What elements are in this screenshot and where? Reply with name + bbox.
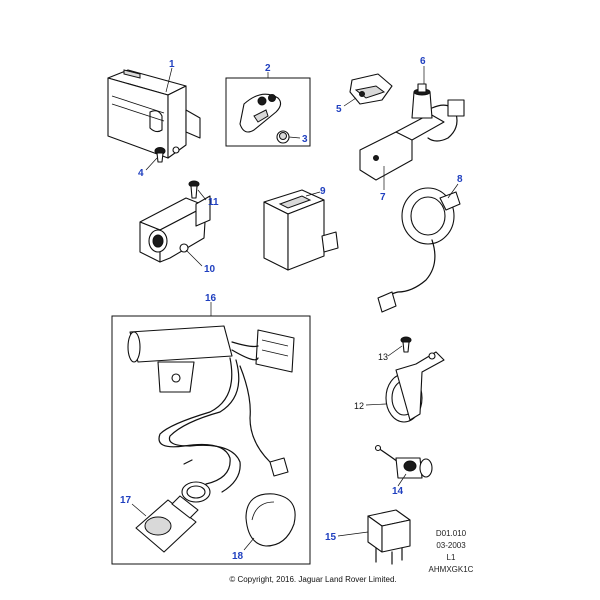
part-9-module: [263, 189, 339, 271]
callout-17: 17: [120, 495, 132, 506]
callout-16: 16: [205, 293, 217, 304]
callout-10: 10: [204, 264, 216, 275]
part-16-siren-harness: [127, 325, 295, 493]
callout-9: 9: [320, 186, 326, 197]
callout-15: 15: [325, 532, 337, 543]
callout-18: 18: [232, 551, 244, 562]
part-11-screw: [188, 180, 200, 199]
part-15-relay: [367, 509, 411, 565]
callout-7: 7: [380, 192, 386, 203]
plain-callout-labels: 12 13: [354, 352, 388, 411]
ref-level: L1: [447, 553, 456, 562]
ref-code: AHMXGK1C: [429, 565, 474, 574]
callout-8: 8: [457, 174, 463, 185]
part-17-remote-fob: [135, 481, 211, 553]
part-4-screw: [154, 147, 166, 163]
reference-block: D01.010 03-2003 L1 AHMXGK1C: [429, 529, 474, 574]
callout-2: 2: [265, 63, 271, 74]
part-1-control-module: [107, 69, 201, 159]
part-3-battery: [276, 130, 290, 144]
callout-12: 12: [354, 401, 364, 411]
part-14-switch: [374, 444, 433, 479]
part-13-bolt: [400, 336, 412, 353]
callout-1: 1: [169, 59, 175, 70]
callout-6: 6: [420, 56, 426, 67]
callout-14: 14: [392, 486, 404, 497]
ref-section: D01.010: [436, 529, 467, 538]
leader-lines: [131, 66, 459, 551]
callout-labels: 1 2 3 4 5 6 7 8 9 10 11 14 15 16 17 18: [120, 56, 463, 562]
ref-date: 03-2003: [436, 541, 466, 550]
callout-11: 11: [208, 197, 219, 208]
copyright-notice: © Copyright, 2016. Jaguar Land Rover Lim…: [229, 575, 396, 584]
part-10-sensor-module: [139, 195, 211, 263]
callout-13: 13: [378, 352, 388, 362]
part-5-sensor-cover: [349, 73, 393, 105]
callout-5: 5: [336, 104, 342, 115]
part-18-cover: [245, 493, 296, 547]
part-12-horn: [385, 351, 445, 423]
part-8-bulb-holder: [377, 187, 461, 313]
callout-3: 3: [302, 134, 308, 145]
part-6-switch: [411, 83, 465, 142]
part-2-remote-key: [239, 93, 282, 133]
part-7-bracket: [359, 113, 445, 181]
callout-4: 4: [138, 168, 144, 179]
